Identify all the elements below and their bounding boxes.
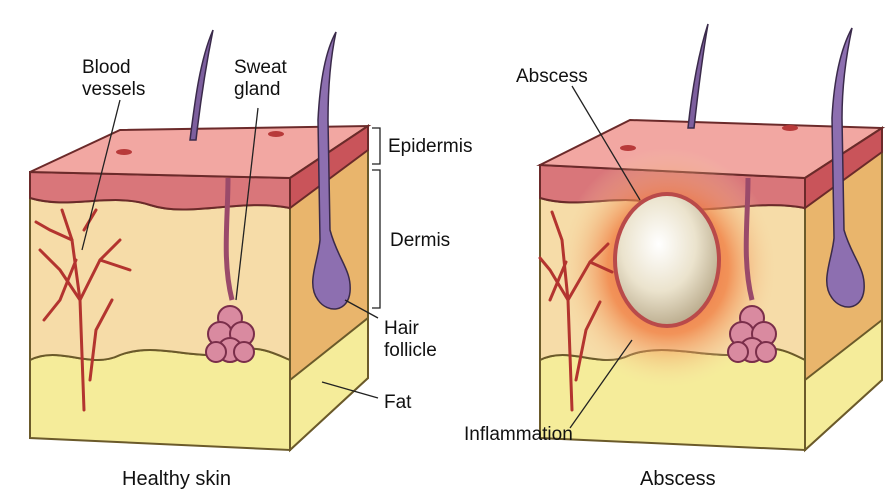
label-hair-follicle-line1: Hair [384,318,437,340]
caption-healthy-skin: Healthy skin [122,468,231,491]
label-sweat-gland: Sweat gland [234,57,287,101]
label-blood-vessels: Blood vessels [82,57,145,101]
label-hair-follicle: Hair follicle [384,318,437,362]
fat-layer-left [30,349,290,450]
abscess-block [540,24,882,450]
hair-shaft-1 [190,30,213,140]
abscess-core [615,194,719,326]
label-abscess: Abscess [516,66,588,88]
healthy-skin-block [30,30,368,450]
label-sweat-gland-line1: Sweat [234,57,287,79]
caption-abscess: Abscess [640,468,716,491]
label-blood-vessels-line1: Blood [82,57,145,79]
label-fat: Fat [384,392,411,414]
label-inflammation: Inflammation [464,424,573,446]
label-hair-follicle-line2: follicle [384,340,437,362]
label-epidermis: Epidermis [388,136,472,158]
label-dermis: Dermis [390,230,450,252]
label-sweat-gland-line2: gland [234,79,287,101]
label-blood-vessels-line2: vessels [82,79,145,101]
